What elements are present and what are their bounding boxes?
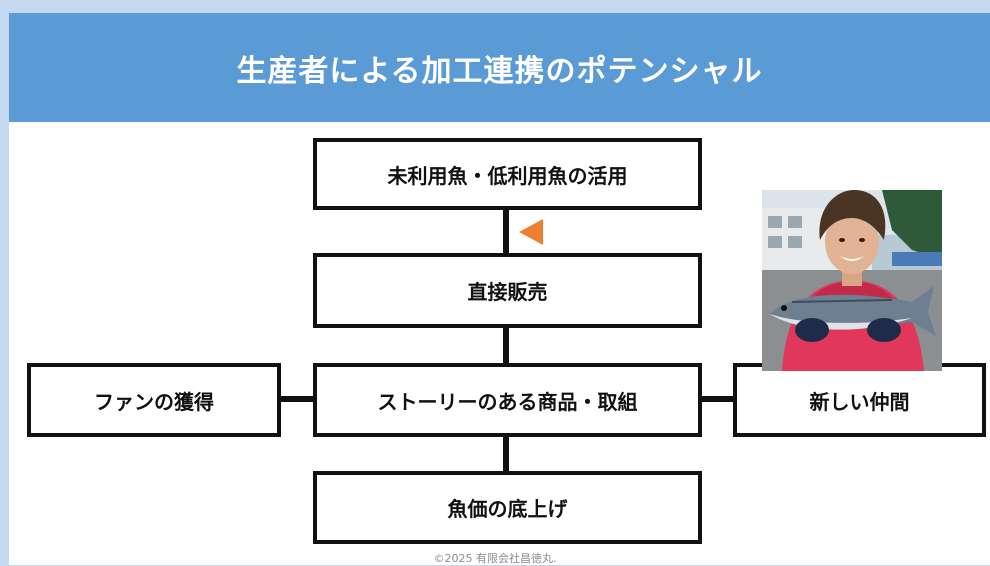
node-new-partners: 新しい仲間 <box>733 363 986 437</box>
node-fish-price-label: 魚価の底上げ <box>447 497 568 521</box>
connector-story-price <box>503 437 509 471</box>
node-unused-fish-label: 未利用魚・低利用魚の活用 <box>387 163 628 188</box>
header-bar: 生産者による加工連携のポテンシャル <box>9 13 990 122</box>
left-arrow-icon <box>519 219 543 245</box>
node-story-products: ストーリーのある商品・取組 <box>313 363 702 437</box>
node-story-products-label: ストーリーのある商品・取組 <box>377 389 638 414</box>
fisherman-photo <box>762 190 942 371</box>
connector-story-partners <box>698 396 736 402</box>
slide: 生産者による加工連携のポテンシャル 未利用魚・低利用魚の活用 直接販売 ストーリ… <box>9 13 990 565</box>
node-fish-price: 魚価の底上げ <box>313 471 702 544</box>
node-direct-sales: 直接販売 <box>313 253 702 328</box>
node-fan-acquisition: ファンの獲得 <box>27 363 281 437</box>
node-unused-fish: 未利用魚・低利用魚の活用 <box>313 138 702 210</box>
connector-direct-story <box>503 328 509 366</box>
node-new-partners-label: 新しい仲間 <box>809 389 910 414</box>
node-direct-sales-label: 直接販売 <box>467 280 548 304</box>
node-fan-acquisition-label: ファンの獲得 <box>94 389 214 414</box>
connector-top-direct <box>503 210 509 253</box>
connector-fans-story <box>279 396 317 402</box>
slide-title: 生産者による加工連携のポテンシャル <box>236 53 763 89</box>
copyright-footer: ©2025 有限会社昌徳丸. <box>433 552 557 565</box>
